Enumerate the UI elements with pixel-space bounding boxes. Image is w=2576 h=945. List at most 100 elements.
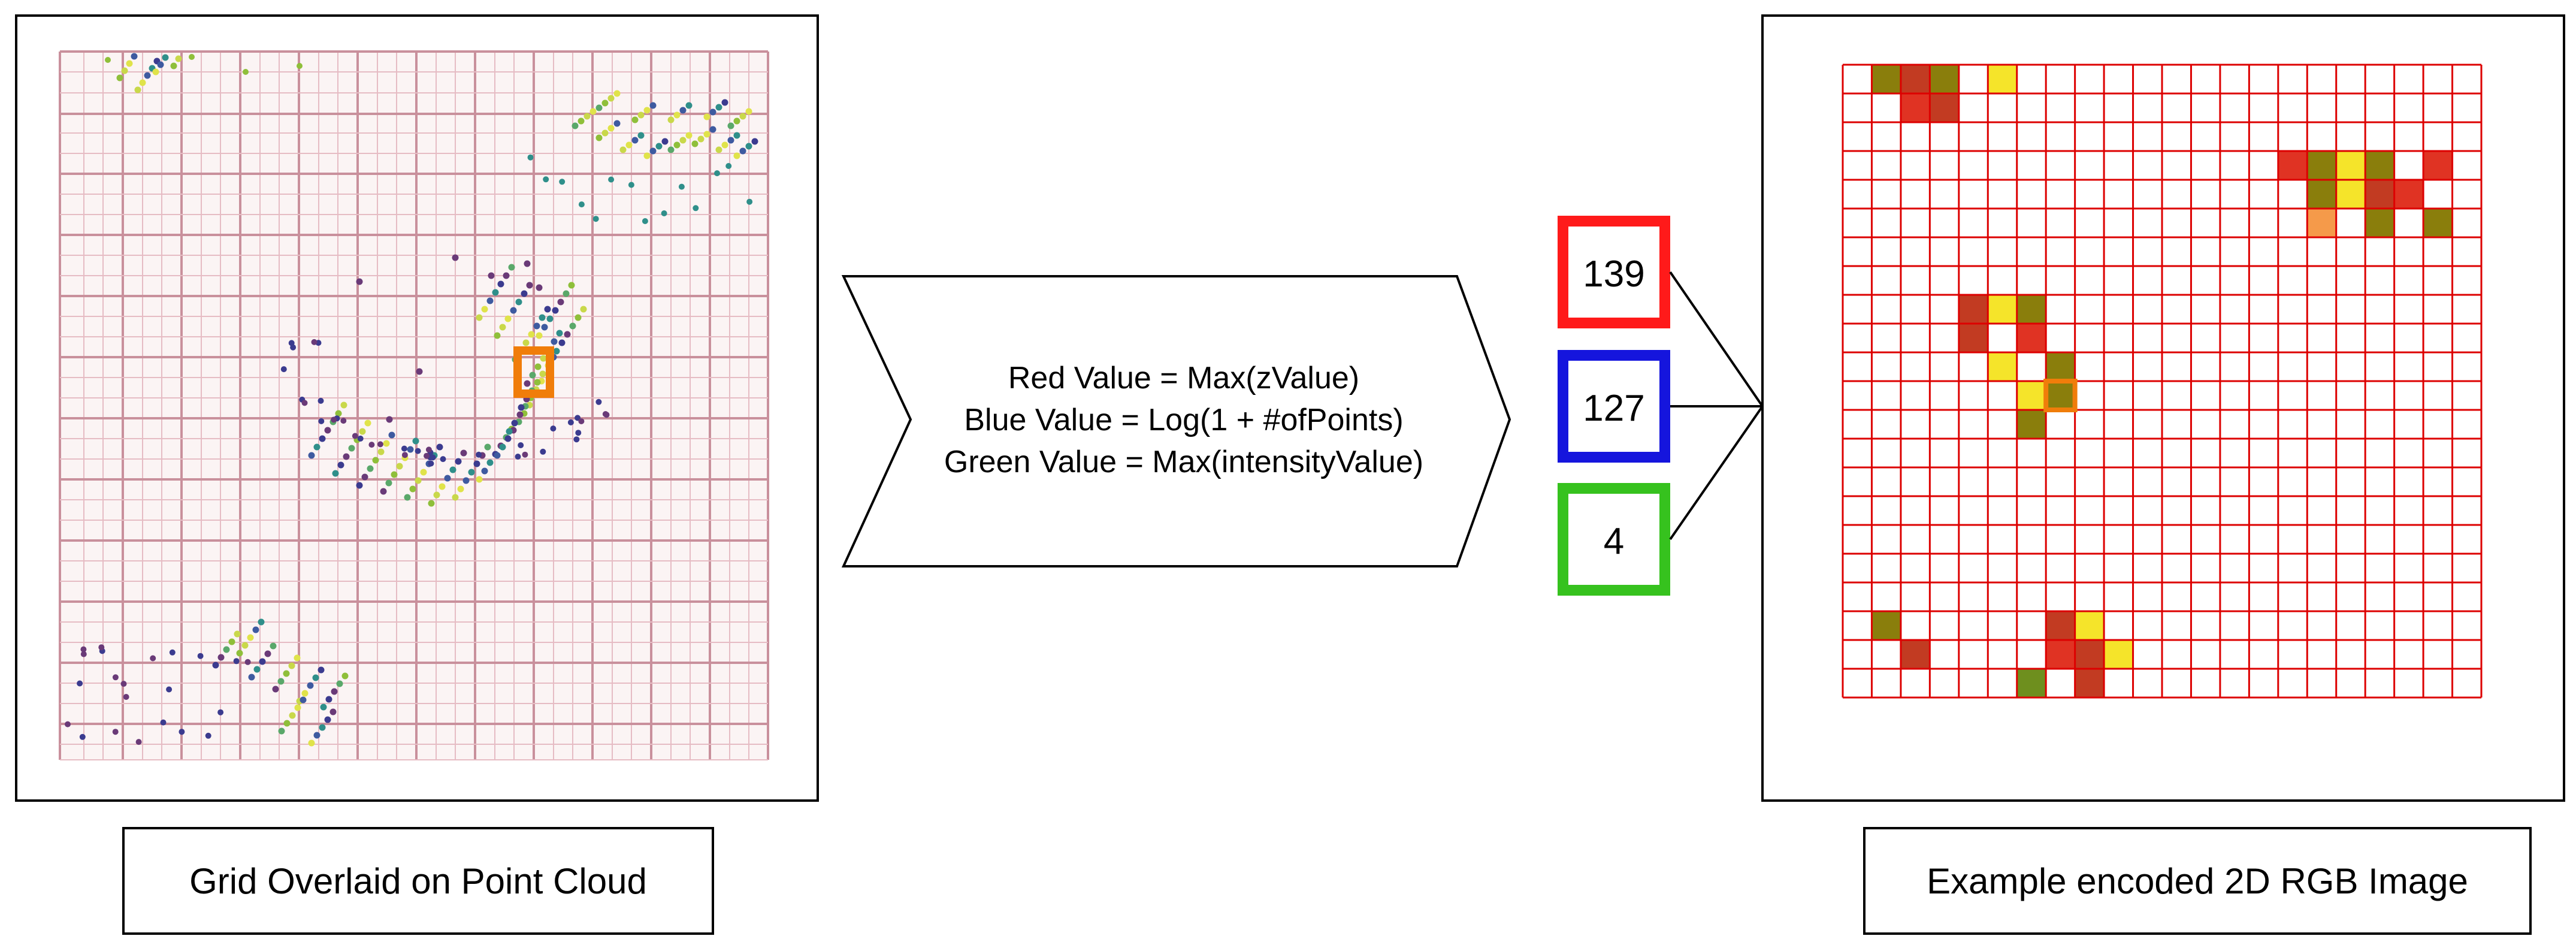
- point: [331, 416, 337, 423]
- point: [637, 111, 645, 119]
- point: [356, 278, 363, 285]
- point: [556, 330, 563, 337]
- point: [343, 453, 350, 460]
- point: [649, 102, 657, 109]
- point: [278, 727, 285, 735]
- point: [337, 461, 344, 469]
- point: [356, 482, 363, 489]
- encoded-cell: [2016, 381, 2046, 410]
- point: [578, 418, 585, 424]
- point: [340, 401, 347, 409]
- encoded-cell: [1900, 640, 1930, 669]
- point: [589, 108, 597, 115]
- point: [318, 397, 324, 404]
- point: [685, 132, 693, 139]
- point: [340, 418, 347, 424]
- point: [661, 138, 669, 145]
- point: [580, 306, 587, 313]
- point: [352, 433, 358, 439]
- point: [444, 475, 451, 482]
- encoded-cell: [1958, 295, 1988, 324]
- connector-lines: [1669, 271, 1764, 541]
- formula-arrow: Red Value = Max(zValue) Blue Value = Log…: [841, 275, 1511, 567]
- point: [541, 324, 548, 331]
- point: [179, 729, 185, 735]
- point: [559, 179, 566, 185]
- point: [367, 465, 374, 472]
- point: [247, 634, 254, 641]
- point: [290, 344, 297, 351]
- encoded-cell: [2365, 209, 2394, 237]
- point: [607, 95, 615, 102]
- encoded-cell: [1988, 295, 2017, 324]
- point-cloud-panel: [15, 14, 819, 802]
- point: [709, 126, 716, 133]
- point: [540, 448, 546, 455]
- encoded-cell: [1988, 352, 2017, 381]
- point: [643, 107, 651, 114]
- point: [572, 122, 579, 129]
- point: [476, 451, 482, 458]
- point: [139, 79, 146, 86]
- right-caption: Example encoded 2D RGB Image: [1927, 861, 2468, 901]
- point: [415, 477, 422, 484]
- point: [131, 53, 138, 60]
- point: [319, 435, 326, 442]
- point: [415, 448, 421, 454]
- point: [301, 690, 309, 697]
- right-caption-box: [1863, 827, 2532, 935]
- point: [661, 210, 667, 216]
- point: [746, 198, 753, 205]
- point: [166, 686, 173, 693]
- encoded-cell: [1871, 65, 1901, 93]
- point: [703, 113, 710, 120]
- encoded-cell: [2075, 669, 2105, 698]
- point: [481, 306, 488, 313]
- point: [522, 339, 530, 346]
- point: [457, 485, 464, 493]
- green-channel-value: 4: [1604, 521, 1624, 562]
- point: [481, 467, 488, 475]
- point: [259, 658, 266, 665]
- point: [524, 380, 531, 387]
- point: [258, 618, 265, 626]
- formula-line-green: Green Value = Max(intensityValue): [944, 445, 1423, 479]
- point: [428, 460, 434, 467]
- point: [452, 254, 459, 261]
- point: [715, 146, 722, 153]
- point: [236, 650, 243, 657]
- formula-line-blue: Blue Value = Log(1 + #ofPoints): [964, 403, 1403, 437]
- point: [506, 428, 513, 435]
- point: [217, 654, 225, 661]
- point: [508, 264, 515, 271]
- point: [536, 332, 543, 339]
- point: [486, 459, 494, 466]
- point: [543, 176, 549, 183]
- point: [436, 443, 443, 451]
- red-channel-value: 139: [1583, 253, 1644, 295]
- point: [244, 659, 251, 665]
- point: [301, 400, 308, 406]
- point: [175, 55, 182, 62]
- point: [592, 216, 599, 222]
- point: [385, 479, 392, 487]
- point: [528, 331, 535, 338]
- encoded-cell: [1930, 65, 1959, 93]
- point: [297, 63, 303, 69]
- point: [568, 282, 575, 289]
- point: [98, 644, 105, 651]
- point: [294, 704, 301, 711]
- point-cloud-background: [60, 52, 768, 760]
- point: [359, 428, 366, 435]
- formula-arrow-shape: [841, 275, 1511, 567]
- point: [120, 681, 127, 687]
- encoded-cell: [2016, 410, 2046, 439]
- point: [529, 372, 536, 379]
- point: [420, 469, 427, 476]
- point: [595, 134, 603, 141]
- point: [739, 113, 746, 120]
- point: [601, 99, 609, 107]
- point: [205, 732, 211, 739]
- highlighted-encoded-cell: [2043, 379, 2078, 412]
- point: [460, 449, 467, 457]
